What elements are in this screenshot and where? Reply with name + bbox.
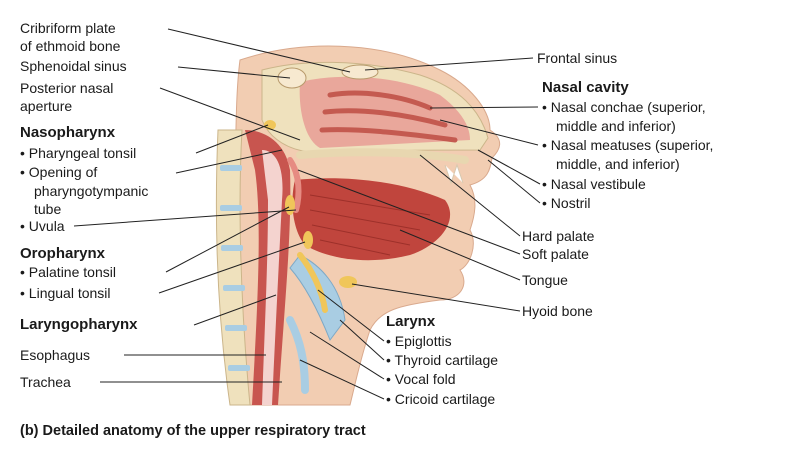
leader-thyroid [339, 319, 385, 361]
label-nasal-meatuses-2: middle, and inferior) [556, 156, 680, 172]
lingual-tonsil [303, 231, 313, 249]
label-hard-palate: Hard palate [522, 228, 595, 244]
heading-larynx: Larynx [386, 313, 436, 330]
label-nasal-meatuses-1: • Nasal meatuses (superior, [542, 137, 714, 153]
leader-vocal-fold [309, 331, 385, 380]
leader-cribriform [167, 28, 351, 73]
leader-hard-palate [419, 154, 521, 237]
label-esophagus: Esophagus [20, 347, 91, 363]
leader-opening-tube [175, 149, 283, 174]
vertebral-discs [220, 165, 250, 371]
leader-soft-palate [297, 169, 521, 255]
label-trachea: Trachea [20, 374, 71, 390]
label-posterior-nasal-2: aperture [20, 98, 73, 114]
leader-nostril [487, 159, 541, 204]
label-vocal-fold: • Vocal fold [386, 371, 456, 387]
label-cricoid-cartilage: • Cricoid cartilage [386, 391, 496, 407]
tongue-striations [309, 194, 431, 256]
leader-laryngopharynx [193, 294, 277, 326]
leader-epiglottis [317, 289, 385, 342]
heading-nasopharynx: Nasopharynx [20, 124, 116, 141]
hard-palate [296, 148, 469, 164]
label-pharyngotympanic: pharyngotympanic [34, 183, 149, 199]
leader-hyoid [351, 283, 521, 312]
heading-nasal-cavity: Nasal cavity [542, 79, 629, 96]
leader-frontal-sinus [364, 57, 534, 71]
epiglottis [297, 252, 328, 313]
soft-palate [287, 157, 302, 213]
label-epiglottis: • Epiglottis [386, 333, 452, 349]
leader-tongue [399, 229, 521, 281]
leader-uvula [73, 209, 297, 227]
label-nostril: • Nostril [542, 195, 591, 211]
label-palatine-tonsil: • Palatine tonsil [20, 264, 116, 280]
leader-cricoid [299, 359, 385, 400]
leader-posterior-aperture [159, 87, 301, 141]
label-posterior-nasal-1: Posterior nasal [20, 80, 114, 96]
label-uvula: • Uvula [20, 218, 65, 234]
label-sphenoidal-sinus: Sphenoidal sinus [20, 58, 127, 74]
label-opening-of: • Opening of [20, 164, 98, 180]
figure-caption: (b) Detailed anatomy of the upper respir… [20, 423, 366, 439]
label-cribriform-plate-2: of ethmoid bone [20, 38, 121, 54]
cricoid-cartilage [286, 316, 309, 394]
label-nasal-vestibule: • Nasal vestibule [542, 176, 646, 192]
leader-meatuses [439, 119, 539, 146]
nasal-conchae [319, 90, 458, 143]
heading-laryngopharynx: Laryngopharynx [20, 316, 138, 333]
thyroid-cartilage [289, 254, 346, 342]
hyoid-bone [339, 276, 357, 288]
leader-conchae [429, 106, 539, 109]
label-nasal-conchae-2: middle and inferior) [556, 118, 676, 134]
label-nasal-conchae-1: • Nasal conchae (superior, [542, 99, 706, 115]
heading-oropharynx: Oropharynx [20, 245, 106, 262]
frontal-sinus [341, 64, 379, 80]
leader-vestibule [477, 149, 541, 185]
label-frontal-sinus: Frontal sinus [537, 50, 618, 66]
leader-pharyngeal-tonsil [195, 124, 269, 154]
leader-sphenoidal [177, 66, 291, 79]
label-lingual-tonsil: • Lingual tonsil [20, 285, 111, 301]
leader-lingual-tonsil [158, 241, 306, 294]
label-tube: tube [34, 201, 62, 217]
label-tongue: Tongue [522, 272, 568, 288]
label-pharyngeal-tonsil: • Pharyngeal tonsil [20, 145, 137, 161]
label-hyoid-bone: Hyoid bone [522, 303, 593, 319]
airway [262, 150, 283, 405]
leader-palatine-tonsil [165, 206, 290, 273]
label-cribriform-plate-1: Cribriform plate [20, 20, 116, 36]
label-thyroid-cartilage: • Thyroid cartilage [386, 352, 499, 368]
label-soft-palate: Soft palate [522, 246, 589, 262]
sphenoidal-sinus [277, 67, 307, 89]
